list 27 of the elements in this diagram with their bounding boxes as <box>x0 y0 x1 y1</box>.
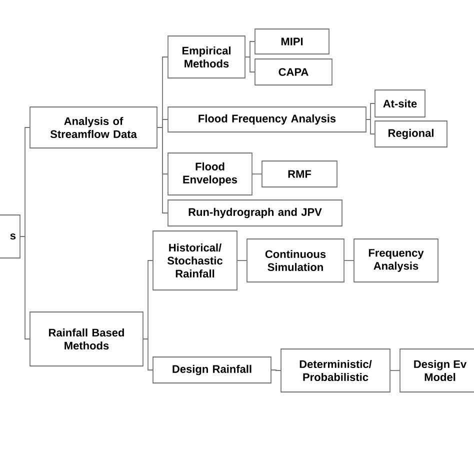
text-box: Flood Envelopes <box>168 152 252 196</box>
text-box: Flood Frequency Analysis <box>168 106 366 132</box>
connector <box>390 370 400 371</box>
text-box: Analysis of Streamflow Data <box>30 106 158 148</box>
connector <box>245 56 255 72</box>
text-box: Continuous Simulation <box>246 238 344 282</box>
text-box: Design Rainfall <box>152 356 272 384</box>
connector <box>157 127 168 214</box>
text-box: Frequency Analysis <box>354 238 438 282</box>
text-box: Run-hydrograph and JPV <box>168 200 342 226</box>
text-box: Regional <box>374 120 448 148</box>
text-box: Rainfall Based Methods <box>30 312 144 366</box>
connector <box>143 338 153 370</box>
text-box: At-site <box>374 90 426 118</box>
text-box: MIPI <box>254 28 330 54</box>
text-box: RMF <box>262 160 338 188</box>
connector <box>271 370 281 371</box>
text-box: Empirical Methods <box>168 36 246 78</box>
connector <box>20 236 30 340</box>
connector <box>344 260 354 261</box>
text-box: s <box>0 214 20 258</box>
connector <box>366 119 375 134</box>
text-box: Deterministic/ Probabilistic <box>280 348 390 392</box>
text-box: Historical/ Stochastic Rainfall <box>152 230 238 290</box>
connector <box>237 260 247 261</box>
text-box: Design Ev Model <box>400 348 474 392</box>
text-box: CAPA <box>254 58 332 86</box>
